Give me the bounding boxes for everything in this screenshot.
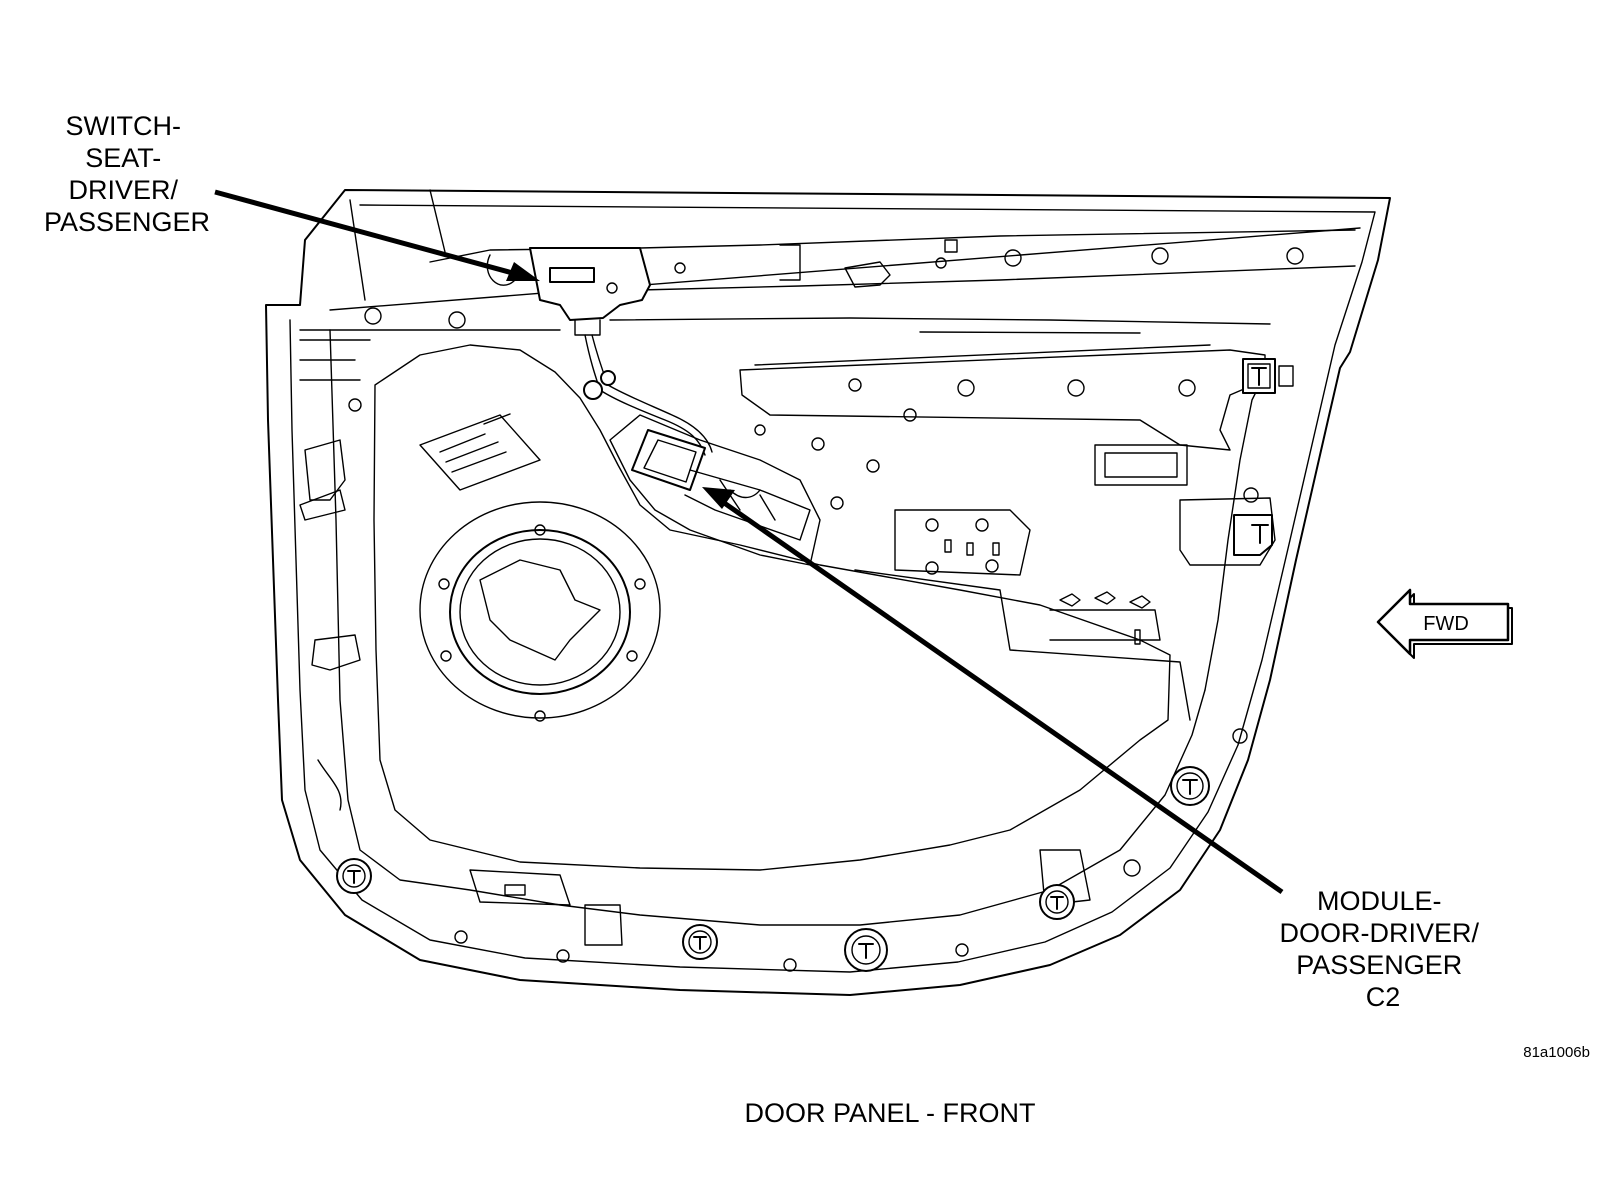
switch-seat-callout: SWITCH- SEAT- DRIVER/ PASSENGER xyxy=(44,111,210,237)
t-clip-icon xyxy=(1242,358,1294,394)
figure-id: 81a1006b xyxy=(1523,1044,1590,1061)
speaker-icon xyxy=(449,529,631,695)
t-clip-icon xyxy=(682,924,718,960)
arrowhead-icon xyxy=(506,262,540,281)
t-clip-icon xyxy=(1170,766,1210,806)
t-clip-icon xyxy=(336,858,372,894)
door-module-connector-icon xyxy=(631,429,811,541)
switch-seat-line-2: SEAT- xyxy=(85,143,161,173)
switch-seat-line-3: DRIVER/ xyxy=(68,175,178,205)
module-door-line-4: C2 xyxy=(1366,982,1401,1012)
switch-seat-line-4: PASSENGER xyxy=(44,207,210,237)
switch-seat-line-1: SWITCH- xyxy=(66,111,181,141)
speaker-panel xyxy=(373,344,1171,871)
panel-fasteners xyxy=(299,239,1304,972)
module-door-line-2: DOOR-DRIVER/ xyxy=(1279,918,1479,948)
fwd-arrow-icon: FWD xyxy=(1376,588,1513,659)
module-door-leader xyxy=(718,497,1284,895)
seat-switch-icon xyxy=(529,247,713,456)
t-clip-icon xyxy=(1039,884,1075,920)
module-door-line-3: PASSENGER xyxy=(1296,950,1462,980)
t-clip-icon xyxy=(1233,514,1273,556)
module-door-line-1: MODULE- xyxy=(1317,886,1442,916)
arrowhead-icon xyxy=(702,487,735,509)
speaker-mount-ring xyxy=(419,501,661,719)
t-clip-icon xyxy=(844,928,888,972)
upper-rail xyxy=(299,189,1361,451)
leader-arrows xyxy=(214,189,1284,895)
fwd-label: FWD xyxy=(1423,613,1469,635)
door-panel-outline xyxy=(265,189,1391,996)
figure-caption: DOOR PANEL - FRONT xyxy=(744,1098,1035,1128)
t-clips xyxy=(336,358,1294,972)
module-door-callout: MODULE- DOOR-DRIVER/ PASSENGER C2 xyxy=(1279,886,1486,1012)
switch-seat-leader xyxy=(214,189,521,278)
warning-label-icon xyxy=(419,414,541,491)
